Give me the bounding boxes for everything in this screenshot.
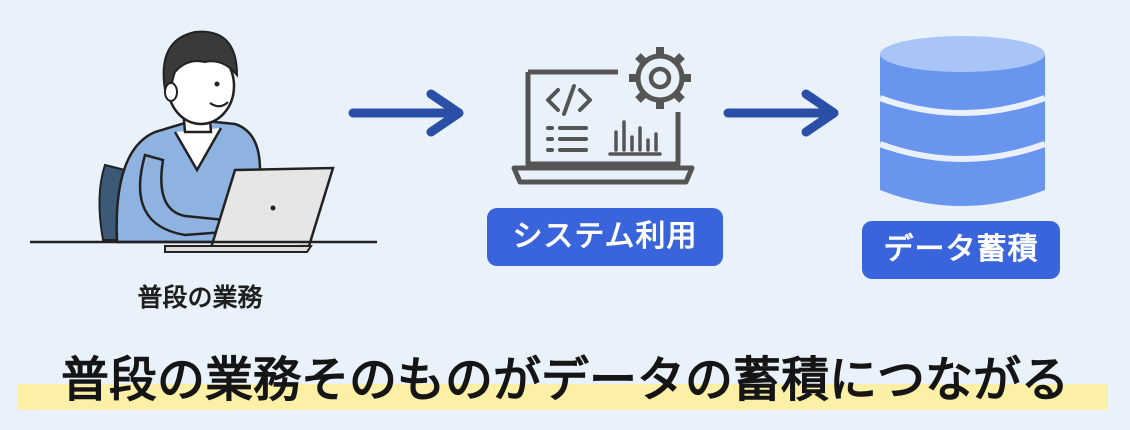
person-label: 普段の業務 [137,283,263,312]
arrow-right-icon [348,89,464,137]
headline-highlight [18,384,1108,410]
person-laptop-illustration [30,30,377,253]
step-badge-system-usage: システム利用 [487,208,723,266]
step-badge-data-accumulation: データ蓄積 [862,221,1060,279]
headline-block: 普段の業務そのものがデータの蓄積につながる [10,340,1120,420]
code-laptop-gear-icon [511,47,695,185]
headline: 普段の業務そのものがデータの蓄積につながる [60,352,1069,408]
database-icon [878,36,1047,206]
arrow-right-icon [723,89,839,137]
